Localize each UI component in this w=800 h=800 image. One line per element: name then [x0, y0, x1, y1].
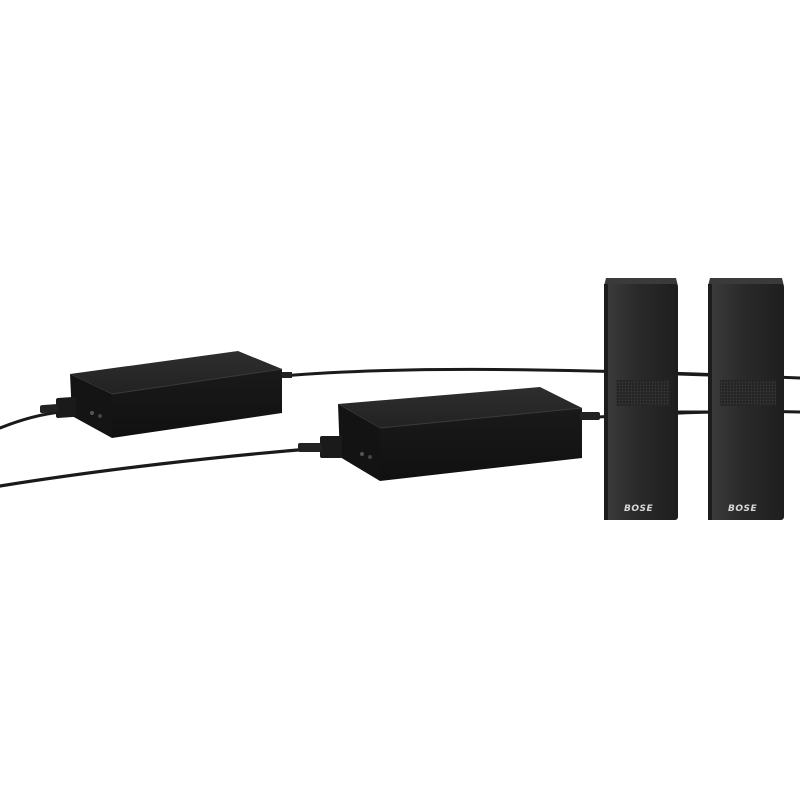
cable-left-top	[0, 410, 64, 430]
svg-text:BOSE: BOSE	[624, 504, 653, 514]
power-plug	[56, 396, 76, 418]
svg-text:BOSE: BOSE	[728, 504, 757, 514]
speaker-left: BOSE	[604, 278, 678, 520]
wireless-receiver-front	[298, 387, 600, 481]
speaker-grille	[616, 380, 670, 406]
power-plug	[320, 436, 342, 458]
speaker-right: BOSE	[708, 278, 784, 520]
cable-left-bottom	[0, 446, 324, 488]
brand-logo: BOSE	[728, 504, 757, 514]
speaker-grille	[720, 380, 776, 406]
brand-logo: BOSE	[624, 504, 653, 514]
wireless-receiver-back	[40, 351, 292, 438]
